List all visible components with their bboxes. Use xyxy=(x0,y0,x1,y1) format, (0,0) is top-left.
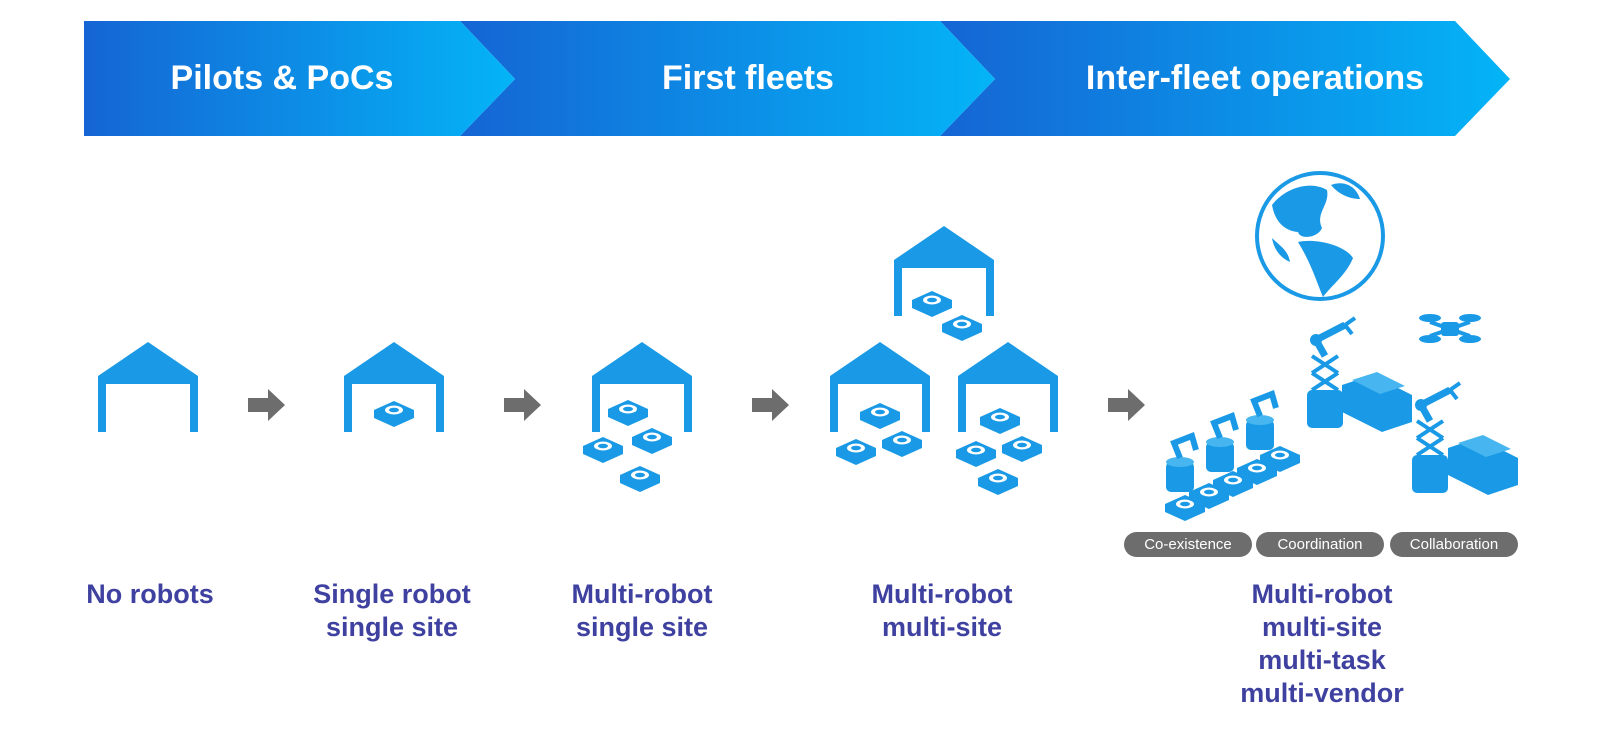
stage-label-line: multi-vendor xyxy=(1240,678,1404,708)
warehouse-icon xyxy=(592,342,692,432)
mobile-robot-icon xyxy=(583,437,623,463)
robot-arm-icon xyxy=(1166,432,1199,492)
mobile-robot-icon xyxy=(882,431,922,457)
phase-label-first-fleets: First fleets xyxy=(662,59,834,97)
phase-banner-1 xyxy=(84,21,515,136)
mobile-robot-icon xyxy=(860,403,900,429)
mode-pill-coexistence: Co-existence xyxy=(1124,532,1252,557)
arrow-right-icon xyxy=(504,389,541,421)
stage-label-line: multi-site xyxy=(1261,612,1382,642)
phase-banner-2 xyxy=(460,21,995,136)
mobile-robot-icon xyxy=(1260,446,1300,472)
mobile-robot-icon xyxy=(620,466,660,492)
stage-label-single-robot: Single robot single site xyxy=(292,578,492,644)
arrow-right-icon xyxy=(752,389,789,421)
mode-pill-coordination: Coordination xyxy=(1256,532,1384,557)
warehouse-icon xyxy=(344,342,444,432)
warehouse-icon xyxy=(98,342,198,432)
robot-arm-icon xyxy=(1246,390,1279,450)
arrow-right-icon xyxy=(248,389,285,421)
globe-icon xyxy=(1255,171,1385,301)
mobile-robot-icon xyxy=(608,400,648,426)
mobile-robot-icon xyxy=(1002,436,1042,462)
stage-label-multi-robot-multi-site: Multi-robot multi-site xyxy=(842,578,1042,644)
warehouse-icon xyxy=(830,342,930,432)
warehouse-icon xyxy=(958,342,1058,432)
stage-label-line: single site xyxy=(575,612,709,642)
robot-arm-icon xyxy=(1206,412,1239,472)
autonomous-vehicle-icon xyxy=(1342,372,1412,432)
phase-label-inter-fleet: Inter-fleet operations xyxy=(1085,59,1425,97)
stage-label-line: No robots xyxy=(86,579,214,609)
mobile-robot-icon xyxy=(978,469,1018,495)
mobile-robot-icon xyxy=(942,315,982,341)
robot-arm-icon xyxy=(1412,381,1462,493)
autonomous-vehicle-icon xyxy=(1448,435,1518,495)
stage-label-line: Single robot xyxy=(313,579,471,609)
stage-label-multi-robot-single-site: Multi-robot single site xyxy=(542,578,742,644)
stage-label-line: Multi-robot xyxy=(571,579,713,609)
stage-label-line: Multi-robot xyxy=(1251,579,1393,609)
mobile-robot-icon xyxy=(980,408,1020,434)
stage-label-no-robots: No robots xyxy=(60,578,240,611)
warehouse-icon xyxy=(894,226,994,316)
phase-banner-3 xyxy=(940,21,1510,136)
mobile-robot-icon xyxy=(956,441,996,467)
mobile-robot-icon xyxy=(374,401,414,427)
arrow-right-icon xyxy=(1108,389,1145,421)
mobile-robot-icon xyxy=(912,291,952,317)
mobile-robot-icon xyxy=(632,428,672,454)
stage-label-line: single site xyxy=(325,612,459,642)
drone-icon xyxy=(1419,314,1481,343)
stage-label-multi-robot-multi-vendor: Multi-robot multi-site multi-task multi-… xyxy=(1222,578,1422,710)
mode-pill-collaboration: Collaboration xyxy=(1390,532,1518,557)
phase-label-pilots: Pilots & PoCs xyxy=(170,59,394,97)
stage-label-line: multi-task xyxy=(1258,645,1386,675)
stage-label-line: multi-site xyxy=(881,612,1002,642)
robot-arm-icon xyxy=(1307,316,1357,428)
stage-label-line: Multi-robot xyxy=(871,579,1013,609)
mobile-robot-icon xyxy=(836,439,876,465)
